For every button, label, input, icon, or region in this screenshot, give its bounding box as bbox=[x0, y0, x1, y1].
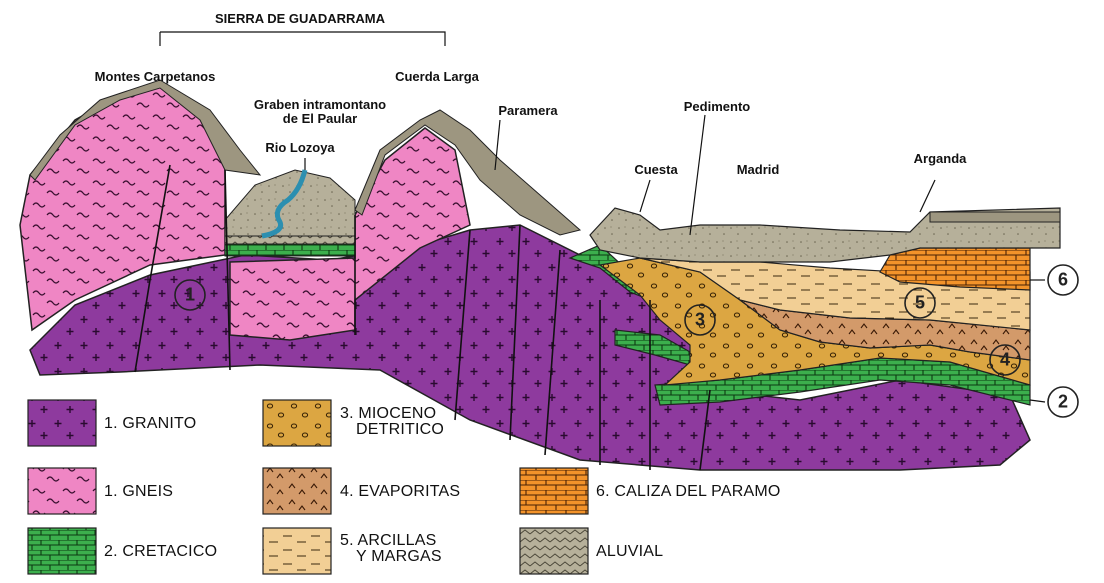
graben-aluvial bbox=[225, 236, 355, 244]
label-graben-line2: de El Paular bbox=[283, 112, 357, 126]
label-paramera: Paramera bbox=[498, 104, 557, 118]
legend-label-mioceno-line1: 3. MIOCENO bbox=[340, 406, 436, 422]
legend-label-aluvial: ALUVIAL bbox=[596, 544, 663, 560]
legend-label-caliza: 6. CALIZA DEL PARAMO bbox=[596, 484, 781, 500]
legend-label-mioceno-line2: DETRITICO bbox=[356, 422, 444, 438]
unit-number-5: 5 bbox=[915, 293, 925, 314]
unit-number-4: 4 bbox=[1000, 350, 1010, 371]
legend-label-arcillas-line2: Y MARGAS bbox=[356, 549, 442, 565]
legend-label-gneis: 1. GNEIS bbox=[104, 484, 173, 500]
label-madrid: Madrid bbox=[737, 163, 780, 177]
arganda-top-layer bbox=[930, 212, 1060, 222]
graben-cretaceous bbox=[225, 244, 355, 256]
unit-number-1: 1 bbox=[185, 285, 195, 306]
legend-label-cretacico: 2. CRETACICO bbox=[104, 544, 217, 560]
label-arganda: Arganda bbox=[914, 152, 967, 166]
legend-label-granito: 1. GRANITO bbox=[104, 416, 196, 432]
graben-fill bbox=[225, 170, 355, 238]
label-cuerda-larga: Cuerda Larga bbox=[395, 70, 479, 84]
legend-label-arcillas-line1: 5. ARCILLAS bbox=[340, 533, 436, 549]
label-pedimento: Pedimento bbox=[684, 100, 750, 114]
unit-number-3: 3 bbox=[695, 310, 705, 331]
unit-number-2: 2 bbox=[1058, 392, 1068, 413]
legend-label-evaporitas: 4. EVAPORITAS bbox=[340, 484, 460, 500]
label-cuesta: Cuesta bbox=[634, 163, 677, 177]
label-sierra-de-guadarrama: SIERRA DE GUADARRAMA bbox=[215, 12, 385, 26]
unit-number-6: 6 bbox=[1058, 270, 1068, 291]
label-montes-carpetanos: Montes Carpetanos bbox=[95, 70, 216, 84]
label-rio-lozoya: Rio Lozoya bbox=[265, 141, 334, 155]
label-graben-line1: Graben intramontano bbox=[254, 98, 386, 112]
